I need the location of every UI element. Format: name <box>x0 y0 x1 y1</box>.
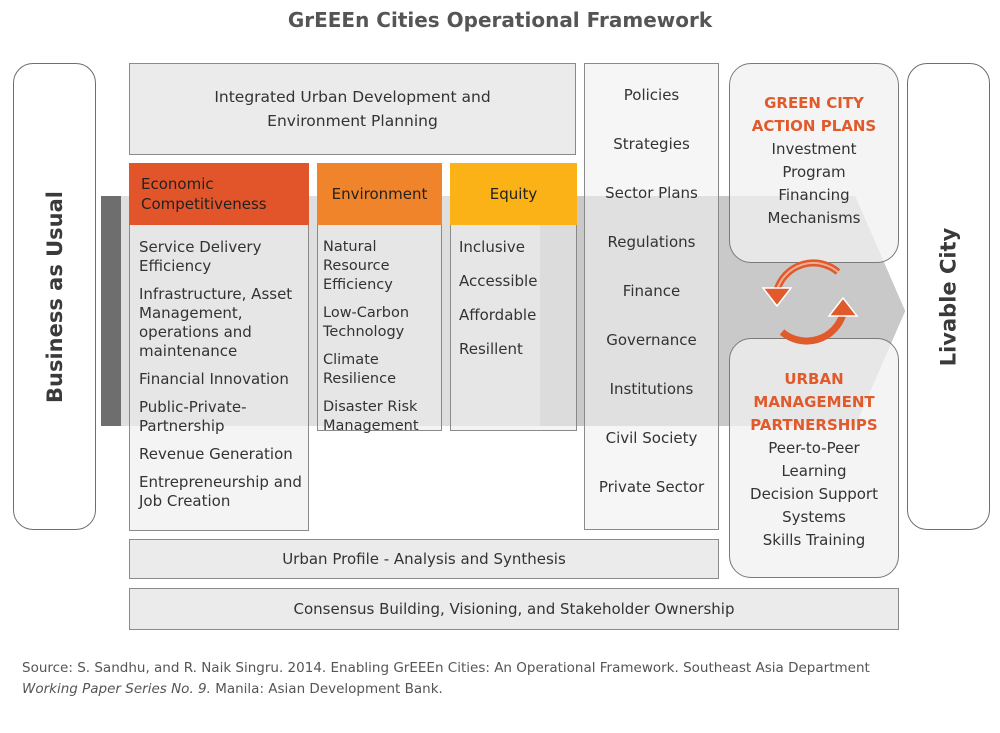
equity-item: Affordable <box>459 306 537 324</box>
equity-items: Inclusive Accessible Affordable Resillen… <box>459 238 574 374</box>
environment-items: Natural Resource Efficiency Low-Carbon T… <box>323 238 441 445</box>
livable-city-box: Livable City <box>907 63 990 530</box>
business-as-usual-box: Business as Usual <box>13 63 96 530</box>
policy-item: Private Sector <box>598 478 705 496</box>
policy-item: Sector Plans <box>605 184 698 202</box>
environment-item: Low-Carbon Technology <box>323 305 410 340</box>
policy-item: Strategies <box>613 135 690 153</box>
action-plans-title-line2: ACTION PLANS <box>751 117 877 135</box>
business-as-usual-label: Business as Usual <box>42 190 67 403</box>
source-line1: Source: S. Sandhu, and R. Naik Singru. 2… <box>22 660 870 676</box>
source-italic: Working Paper Series No. 9. <box>22 681 211 697</box>
action-plans-item: Program <box>782 163 846 181</box>
policy-item: Policies <box>623 86 680 104</box>
action-plans-item: Investment <box>771 140 857 158</box>
economic-item: Public-Private-Partnership <box>139 398 247 435</box>
partnerships-item: Systems <box>782 508 846 526</box>
policy-column <box>584 63 719 530</box>
partnerships-box <box>729 338 899 578</box>
partnerships-item: Learning <box>781 462 847 480</box>
environment-item: Natural Resource Efficiency <box>323 239 393 293</box>
consensus-box: Consensus Building, Visioning, and Stake… <box>129 588 899 630</box>
action-plans-item: Mechanisms <box>767 209 861 227</box>
partnerships-title-line1: URBAN <box>784 370 844 388</box>
environment-header: Environment <box>317 163 442 225</box>
integrated-planning-line2: Environment Planning <box>267 112 438 130</box>
livable-city-label: Livable City <box>936 227 961 366</box>
integrated-planning-line1: Integrated Urban Development and <box>214 88 491 106</box>
economic-header-line2: Competitiveness <box>141 195 267 213</box>
economic-item: Service Delivery Efficiency <box>139 238 262 275</box>
equity-item: Resillent <box>459 340 523 358</box>
policy-item: Civil Society <box>605 429 698 447</box>
arrow-tail-dark <box>101 196 121 426</box>
policy-item: Regulations <box>607 233 696 251</box>
partnerships-title-line3: PARTNERSHIPS <box>750 416 878 434</box>
policy-list: Policies Strategies Sector Plans Regulat… <box>584 86 719 527</box>
action-plans-content: GREEN CITY ACTION PLANS Investment Progr… <box>729 92 899 230</box>
partnerships-item: Decision Support <box>750 485 878 503</box>
economic-items: Service Delivery Efficiency Infrastructu… <box>139 238 305 520</box>
consensus-label: Consensus Building, Visioning, and Stake… <box>293 600 735 618</box>
action-plans-box <box>729 63 899 263</box>
partnerships-content: URBAN MANAGEMENT PARTNERSHIPS Peer-to-Pe… <box>729 368 899 552</box>
policy-item: Governance <box>606 331 697 349</box>
urban-profile-label: Urban Profile - Analysis and Synthesis <box>282 550 566 568</box>
economic-item: Revenue Generation <box>139 445 293 463</box>
source-note: Source: S. Sandhu, and R. Naik Singru. 2… <box>22 658 982 700</box>
equity-item: Inclusive <box>459 238 525 256</box>
integrated-planning-box: Integrated Urban Development and Environ… <box>129 63 576 155</box>
partnerships-item: Skills Training <box>762 531 866 549</box>
economic-item: Financial Innovation <box>139 370 289 388</box>
source-rest: Manila: Asian Development Bank. <box>210 681 443 697</box>
policy-item: Finance <box>622 282 681 300</box>
equity-header-label: Equity <box>489 185 538 203</box>
economic-header: Economic Competitiveness <box>129 163 309 225</box>
economic-item: Infrastructure, Asset Management, operat… <box>139 285 293 360</box>
action-plans-title-line1: GREEN CITY <box>764 94 864 112</box>
diagram-title: GrEEEn Cities Operational Framework <box>287 8 713 32</box>
policy-item: Institutions <box>609 380 694 398</box>
economic-header-line1: Economic <box>141 175 214 193</box>
partnerships-item: Peer-to-Peer <box>768 439 860 457</box>
urban-profile-box: Urban Profile - Analysis and Synthesis <box>129 539 719 579</box>
action-plans-item: Financing <box>778 186 850 204</box>
economic-item: Entrepreneurship and Job Creation <box>139 473 302 510</box>
equity-item: Accessible <box>459 272 538 290</box>
environment-item: Disaster Risk Management <box>323 399 419 434</box>
environment-item: Climate Resilience <box>323 352 396 387</box>
partnerships-title-line2: MANAGEMENT <box>753 393 875 411</box>
equity-header: Equity <box>450 163 577 225</box>
environment-header-label: Environment <box>331 185 428 203</box>
cycle-arrows-icon <box>761 259 859 345</box>
